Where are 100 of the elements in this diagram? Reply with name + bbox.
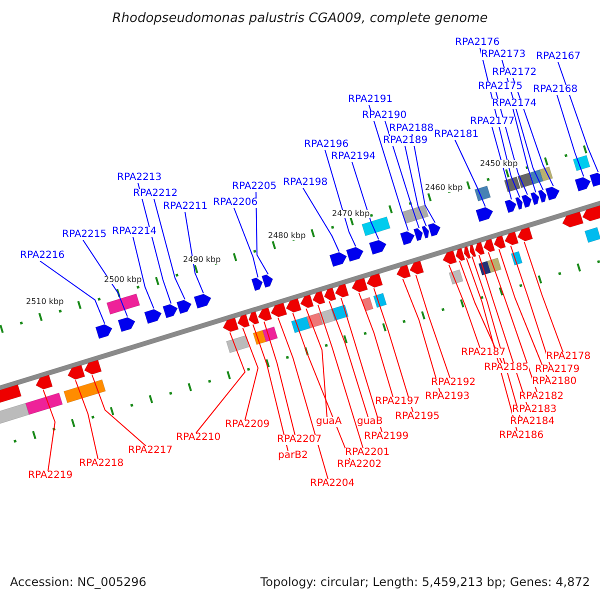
- leader-line: [556, 94, 584, 177]
- gene-block: [483, 238, 496, 252]
- leader-line: [478, 254, 528, 406]
- gene-label: RPA2217: [128, 446, 173, 456]
- gene-label: RPA2178: [546, 352, 591, 362]
- gene-block: [545, 186, 560, 201]
- gene-block: [530, 192, 540, 206]
- gene-block: [494, 235, 506, 249]
- gene-block: [251, 278, 263, 291]
- gene-block: [118, 317, 136, 332]
- gene-label: RPA2182: [519, 392, 564, 402]
- gene-label: RPA2202: [337, 460, 382, 470]
- gene-block: [329, 252, 347, 267]
- gene-block: [300, 294, 314, 308]
- gene-block: [538, 190, 547, 203]
- leader-line: [510, 245, 550, 366]
- gene-label: parB2: [278, 451, 308, 461]
- gene-block: [504, 231, 519, 246]
- gene-block: [504, 200, 516, 214]
- gene-block: [521, 194, 532, 208]
- gene-label: RPA2191: [348, 95, 393, 105]
- gene-block: [428, 223, 441, 237]
- gene-block: [95, 324, 112, 339]
- gene-label: RPA2198: [283, 178, 328, 188]
- gene-label: RPA2207: [277, 435, 322, 445]
- leader-line: [278, 317, 328, 480]
- gene-label: RPA2183: [512, 405, 557, 415]
- gene-block: [162, 304, 178, 318]
- gene-block: [222, 318, 239, 332]
- gene-label: guaA: [316, 417, 342, 427]
- gene-block: [515, 196, 523, 210]
- leader-line: [318, 304, 364, 448]
- leader-line: [415, 274, 450, 378]
- gene-label: RPA2186: [499, 431, 544, 441]
- gene-label: RPA2201: [345, 448, 390, 458]
- leader-line: [459, 260, 502, 364]
- leader-line: [324, 150, 356, 247]
- scale-label: 2500 kbp: [104, 276, 142, 284]
- gene-label: RPA2185: [484, 363, 529, 373]
- leader-line: [328, 300, 368, 418]
- leader-line: [402, 278, 440, 392]
- gene-block: [366, 273, 383, 288]
- gene-label: RPA2197: [375, 397, 420, 407]
- gene-label: RPA2188: [389, 124, 434, 134]
- gene-block: [396, 264, 411, 279]
- gene-label: RPA2174: [492, 99, 537, 109]
- gene-label: RPA2204: [310, 479, 355, 489]
- gene-label: RPA2213: [117, 173, 162, 183]
- gene-label: RPA2173: [481, 50, 526, 60]
- gene-label: RPA2180: [532, 377, 577, 387]
- gene-label: RPA2184: [510, 417, 555, 427]
- leader-line: [368, 104, 409, 232]
- leader-line: [384, 120, 420, 229]
- scale-label: 2460 kbp: [425, 184, 463, 192]
- gene-block: [400, 231, 415, 246]
- leader-line: [74, 380, 98, 460]
- leader-line: [358, 292, 394, 398]
- gene-label: RPA2209: [225, 420, 270, 430]
- leader-line: [373, 288, 414, 412]
- leader-line: [448, 264, 480, 348]
- gene-label: RPA2216: [20, 251, 65, 261]
- gene-block: [590, 172, 600, 187]
- gene-block: [422, 226, 430, 239]
- leader-line: [404, 146, 427, 227]
- gene-label: RPA2176: [455, 38, 500, 48]
- gene-label: guaB: [357, 417, 383, 427]
- gene-block: [476, 207, 494, 222]
- leader-line: [512, 108, 536, 193]
- gene-block: [574, 177, 591, 192]
- gene-label: RPA2190: [362, 111, 407, 121]
- gene-block: [144, 309, 162, 324]
- gene-block: [84, 360, 102, 375]
- gene-label: RPA2218: [79, 459, 124, 469]
- gene-block: [36, 374, 53, 390]
- gene-block: [194, 294, 212, 309]
- gene-label: RPA2193: [425, 392, 470, 402]
- leader-line: [92, 374, 146, 446]
- leader-line: [352, 162, 380, 240]
- gene-label: RPA2167: [536, 52, 581, 62]
- gene-block: [456, 248, 466, 261]
- scale-label: 2510 kbp: [26, 298, 64, 306]
- gene-label: RPA2192: [431, 378, 476, 388]
- gene-block: [368, 240, 386, 255]
- scale-label: 2480 kbp: [268, 232, 306, 240]
- gene-block: [442, 250, 457, 264]
- gene-block: [248, 311, 260, 325]
- leader-line: [154, 198, 186, 300]
- leader-line: [252, 324, 288, 452]
- gene-label: RPA2211: [163, 202, 208, 212]
- gene-label: RPA2175: [478, 82, 523, 92]
- genome-summary-text: Topology: circular; Length: 5,459,213 bp; Genes: 4,872: [260, 576, 590, 588]
- leader-line: [306, 308, 328, 418]
- gene-block: [324, 288, 336, 302]
- leader-line: [524, 241, 564, 352]
- gene-label: RPA2179: [535, 365, 580, 375]
- leader-line: [196, 332, 246, 434]
- leader-line: [242, 328, 259, 420]
- gene-block: [346, 246, 364, 262]
- gene-block: [410, 260, 424, 275]
- gene-label: RPA2215: [62, 230, 107, 240]
